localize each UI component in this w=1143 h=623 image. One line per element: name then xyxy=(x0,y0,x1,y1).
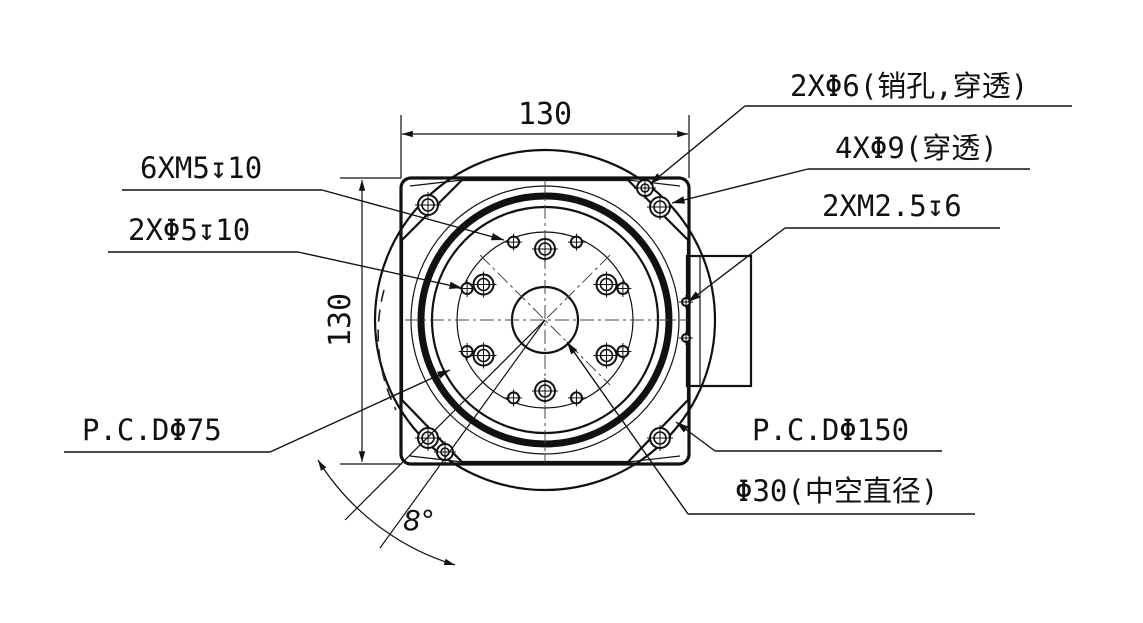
dimension-height: 130 xyxy=(323,177,401,465)
m5-hole xyxy=(593,271,620,298)
m25-hole xyxy=(679,295,693,309)
callout-pcd150: P.C.DΦ150 xyxy=(675,413,942,452)
corner-through-hole xyxy=(415,192,441,218)
small-hole xyxy=(458,280,476,298)
hollow-label: Φ30(中空直径) xyxy=(735,474,938,508)
height-dimension-text: 130 xyxy=(323,293,358,347)
small-hole xyxy=(567,389,585,407)
callout-hollow: Φ30(中空直径) xyxy=(566,341,975,515)
small-hole xyxy=(567,233,585,251)
m25-holes-label: 2XM2.5↧6 xyxy=(822,189,962,223)
dimension-angle: 8° xyxy=(317,319,546,566)
small-hole xyxy=(505,389,523,407)
small-hole xyxy=(458,342,476,360)
corner-through-hole xyxy=(415,425,441,451)
callout-m25-holes: 2XM2.5↧6 xyxy=(687,189,1000,303)
angle-dimension-text: 8° xyxy=(403,504,435,537)
through-holes-label: 4XΦ9(穿透) xyxy=(835,131,998,165)
pin-hole xyxy=(634,177,656,199)
pcd150-label: P.C.DΦ150 xyxy=(752,413,909,447)
small-hole xyxy=(505,233,523,251)
m5-hole xyxy=(470,342,497,369)
pcd75-label: P.C.DΦ75 xyxy=(82,413,222,447)
m5-hole xyxy=(532,378,558,404)
callout-pcd75: P.C.DΦ75 xyxy=(64,369,451,453)
m5-hole xyxy=(593,342,620,369)
pin-holes-label: 2XΦ6(销孔,穿透) xyxy=(790,69,1028,103)
d5-holes-label: 2XΦ5↧10 xyxy=(128,213,250,247)
callout-d5-holes: 2XΦ5↧10 xyxy=(108,213,463,289)
holes-group xyxy=(415,177,693,463)
width-dimension-text: 130 xyxy=(518,97,572,132)
callout-m5-holes: 6XM5↧10 xyxy=(122,151,505,241)
corner-through-hole xyxy=(647,194,673,220)
m5-holes-label: 6XM5↧10 xyxy=(140,151,262,185)
dimension-width: 130 xyxy=(400,97,690,178)
corner-through-hole xyxy=(647,425,673,451)
callout-through-holes: 4XΦ9(穿透) xyxy=(671,131,1030,204)
pcd150-dashed-arc xyxy=(377,289,397,411)
pcd150-circle xyxy=(373,148,717,492)
side-boss xyxy=(685,254,753,388)
m5-hole xyxy=(470,271,497,298)
small-hole xyxy=(614,280,632,298)
flange-square xyxy=(399,176,691,466)
m5-hole xyxy=(532,236,558,262)
callout-pin-holes: 2XΦ6(销孔,穿透) xyxy=(649,69,1072,185)
m25-hole xyxy=(679,331,693,345)
small-hole xyxy=(614,342,632,360)
centerlines xyxy=(405,180,688,462)
